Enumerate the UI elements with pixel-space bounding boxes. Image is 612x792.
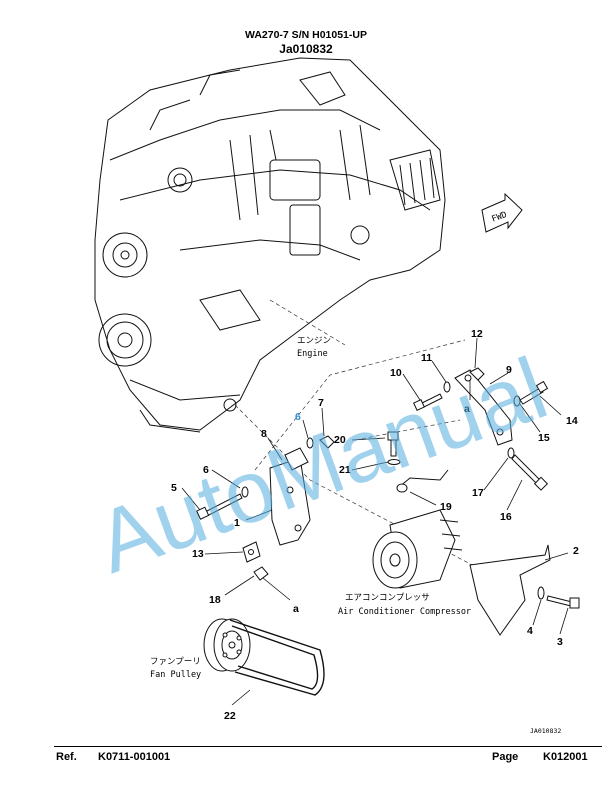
nut-12: [469, 367, 485, 381]
fwd-arrow: FWD: [481, 192, 523, 233]
callout-18: 18: [209, 594, 221, 606]
washer-4: [537, 586, 545, 600]
bolt-14: [519, 380, 549, 405]
bracket-2: [469, 544, 551, 636]
callout-3: 3: [557, 636, 563, 648]
washer-6-lower: [241, 486, 249, 498]
callout-9: 9: [506, 364, 512, 376]
footer-ref-label: Ref.: [56, 751, 77, 763]
callout-14: 14: [566, 415, 578, 427]
bracket-9: [454, 369, 513, 446]
callout-7: 7: [318, 397, 324, 409]
callout-19: 19: [440, 501, 452, 513]
bolt-16: [511, 454, 549, 491]
washer-6-upper: [306, 437, 314, 449]
fan-pulley-label-en: Fan Pulley: [150, 670, 201, 680]
callout-a-lower: a: [293, 603, 299, 615]
fan-pulley: [203, 618, 251, 672]
nut-18: [253, 566, 269, 581]
callout-6: 6: [203, 464, 209, 476]
callout-21: 21: [339, 464, 351, 476]
callout-2: 2: [573, 545, 579, 557]
compressor: [372, 509, 463, 589]
footer-page-value: K012001: [543, 751, 588, 763]
bolt-20: [387, 431, 399, 457]
callout-10: 10: [390, 367, 402, 379]
engine-drawing: [94, 57, 446, 433]
callout-17: 17: [472, 487, 484, 499]
fwd-label: FWD: [491, 210, 509, 225]
bolt-10: [413, 393, 443, 411]
compressor-label-jp: エアコンコンプレッサ: [345, 593, 430, 603]
bracket-1: [269, 447, 311, 546]
washer-11: [443, 381, 451, 393]
watermark: AutoManual: [84, 338, 559, 592]
bolt-5: [196, 493, 243, 520]
callout-numbers: 1 2 3 4 5 6 6 7 8 9 10 11 12 13 14 15 16…: [171, 328, 579, 722]
clip-13: [242, 541, 261, 563]
fan-pulley-label-jp: ファンプーリ: [150, 657, 201, 667]
callout-4: 4: [527, 625, 533, 637]
nut-7: [319, 435, 335, 449]
callout-1: 1: [234, 517, 240, 529]
drawing-code: JA010832: [530, 727, 561, 735]
callout-a-upper: a: [464, 403, 470, 415]
footer-page-label: Page: [492, 751, 519, 763]
callout-6b: 6: [295, 411, 301, 423]
engine-leader-lines: [234, 299, 521, 591]
callout-22: 22: [224, 710, 236, 722]
callout-15: 15: [538, 432, 550, 444]
footer-rule: [54, 746, 602, 747]
header-figure-id: Ja010832: [279, 42, 333, 56]
bolt-3: [546, 595, 580, 609]
engine-label-jp: エンジン: [297, 336, 331, 346]
callout-leaders: [181, 337, 569, 706]
callout-11: 11: [421, 352, 432, 364]
callout-5: 5: [171, 482, 177, 494]
callout-20: 20: [334, 434, 346, 446]
footer-ref-value: K0711-001001: [98, 751, 171, 763]
callout-8: 8: [261, 428, 267, 440]
compressor-label-en: Air Conditioner Compressor: [338, 607, 471, 617]
callout-13: 13: [192, 548, 204, 560]
belt-22: [229, 619, 325, 696]
washer-17: [507, 447, 515, 459]
washer-15: [513, 395, 521, 407]
callout-16: 16: [500, 511, 512, 523]
header-model: WA270-7 S/N H01051-UP: [245, 29, 367, 41]
callout-12: 12: [471, 328, 483, 340]
hose-19: [396, 469, 449, 493]
engine-label-en: Engine: [297, 349, 328, 359]
